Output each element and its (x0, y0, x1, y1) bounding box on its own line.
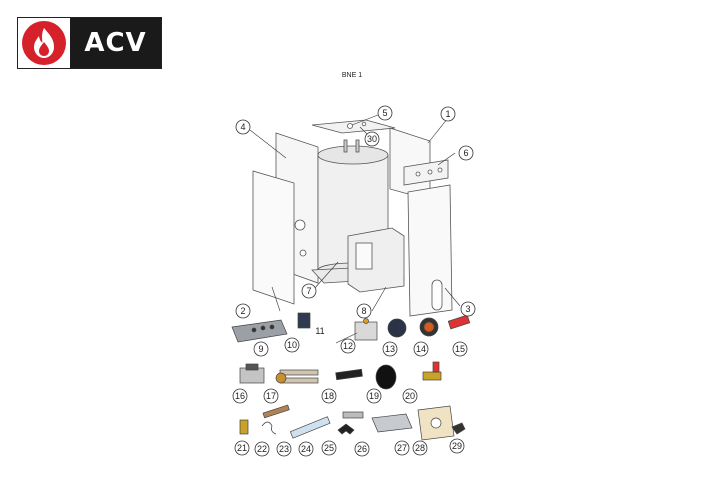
callout-label-14: 14 (416, 344, 426, 354)
callout-label-3: 3 (465, 304, 470, 314)
callout-label-15: 15 (455, 344, 465, 354)
part-21-fitting (239, 419, 249, 435)
callout-7 (301, 283, 317, 299)
callout-label-20: 20 (405, 391, 415, 401)
callout-29 (449, 438, 465, 454)
callout-label-2: 2 (240, 306, 245, 316)
callout-label-11: 11 (315, 326, 324, 336)
callout-25 (321, 440, 337, 456)
callout-label-9: 9 (258, 344, 263, 354)
part-25-bracket (337, 423, 355, 435)
callout-24 (298, 441, 314, 457)
part-9-board (231, 319, 288, 343)
callout-9 (253, 341, 269, 357)
callout-label-19: 19 (369, 391, 379, 401)
callout-label-30: 30 (367, 134, 377, 144)
callout-16 (232, 388, 248, 404)
callout-30 (364, 131, 380, 147)
flame-icon (18, 18, 70, 68)
callout-label-6: 6 (463, 148, 468, 158)
callout-21 (234, 440, 250, 456)
callout-label-28: 28 (415, 443, 425, 453)
part-23-rod (262, 404, 290, 419)
callout-26 (354, 441, 370, 457)
callout-label-7: 7 (306, 286, 311, 296)
callout-3 (460, 301, 476, 317)
callout-14 (413, 341, 429, 357)
callout-label-23: 23 (279, 444, 289, 454)
callout-12 (340, 338, 356, 354)
callout-22 (254, 441, 270, 457)
callout-13 (382, 341, 398, 357)
callout-label-13: 13 (385, 344, 395, 354)
callout-label-12: 12 (343, 341, 353, 351)
part-29-knob (451, 422, 466, 435)
callout-label-26: 26 (357, 444, 367, 454)
part-12-thermostat (354, 321, 378, 341)
callout-17 (263, 388, 279, 404)
callout-6 (458, 145, 474, 161)
callout-20 (402, 388, 418, 404)
callout-8 (356, 303, 372, 319)
part-13-gauge (387, 318, 407, 338)
part-24-tube (289, 416, 331, 439)
callout-28 (412, 440, 428, 456)
callout-23 (276, 441, 292, 457)
callout-label-18: 18 (324, 391, 334, 401)
front-panel-3 (407, 184, 453, 317)
callout-18 (321, 388, 337, 404)
control-panel-6 (403, 159, 449, 186)
part-20-safety-valve (422, 371, 442, 381)
callout-19 (366, 388, 382, 404)
callout-15 (452, 341, 468, 357)
part-15-valve (447, 314, 471, 330)
part-26-screws (342, 411, 364, 419)
callout-label-21: 21 (237, 443, 247, 453)
callout-label-5: 5 (382, 108, 387, 118)
callout-4 (235, 119, 251, 135)
callout-markers (232, 105, 476, 457)
part-19-cap (375, 364, 397, 390)
top-lid-5 (311, 119, 396, 134)
callout-label-29: 29 (452, 441, 462, 451)
callout-label-22: 22 (257, 444, 267, 454)
part-10-switch (297, 312, 311, 329)
callout-label-4: 4 (240, 122, 245, 132)
acv-logo: ACV (17, 17, 162, 69)
callout-label-8: 8 (361, 306, 366, 316)
callout-label-25: 25 (324, 443, 334, 453)
callout-label-1: 1 (445, 109, 450, 119)
callout-5 (377, 105, 393, 121)
callout-10 (284, 337, 300, 353)
callout-2 (235, 303, 251, 319)
callout-label-17: 17 (266, 391, 276, 401)
diagram-title: BNE 1 (341, 72, 363, 79)
callout-label-16: 16 (235, 391, 245, 401)
part-27-plate (371, 413, 413, 433)
callout-label-27: 27 (397, 443, 407, 453)
callout-27 (394, 440, 410, 456)
part-22-clip (261, 421, 277, 435)
part-18-anode (335, 368, 363, 381)
callout-label-24: 24 (301, 444, 311, 454)
side-panel-2 (252, 170, 295, 305)
callout-1 (440, 106, 456, 122)
brand-wordmark: ACV (70, 18, 161, 68)
callout-label-10: 10 (287, 340, 297, 350)
part-17-heating-element (279, 369, 319, 376)
